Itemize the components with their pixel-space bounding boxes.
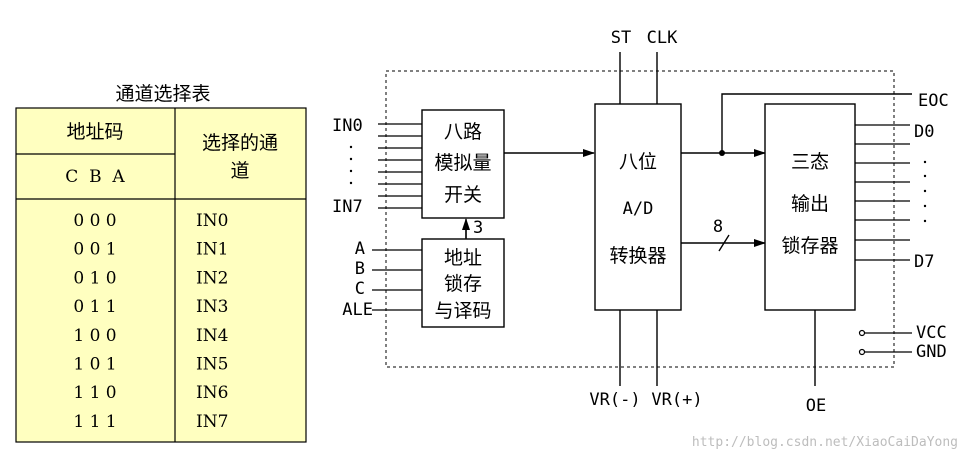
input-ellipsis <box>349 145 353 185</box>
table-cell-code: 1 0 0 <box>73 326 116 346</box>
label-gnd: GND <box>916 342 947 362</box>
label-vr-plus: VR(+) <box>651 390 702 410</box>
label-a: A <box>355 239 365 259</box>
table-caption: 通道选择表 <box>115 83 210 105</box>
mux-label-line3: 开关 <box>444 184 482 206</box>
address-latch-block <box>421 238 505 328</box>
latch-label-line3: 与译码 <box>434 300 491 322</box>
label-d0: D0 <box>914 122 934 142</box>
table-cell-channel: IN2 <box>196 268 228 288</box>
label-ale: ALE <box>342 300 373 320</box>
adc-block <box>594 103 682 311</box>
latch-label-line2: 锁存 <box>444 273 482 295</box>
table-cell-code: 0 0 1 <box>73 240 116 260</box>
vcc-pin <box>858 329 866 337</box>
table-cell-channel: IN4 <box>196 326 228 346</box>
table-cell-code: 0 0 0 <box>73 211 116 231</box>
table-cell-channel: IN1 <box>196 240 228 260</box>
header-address-code: 地址码 <box>66 121 123 143</box>
table-cell-channel: IN0 <box>196 211 228 231</box>
table-cell-channel: IN5 <box>196 355 228 375</box>
table-cell-code: 1 1 0 <box>73 383 116 403</box>
bus8-slash <box>718 234 730 252</box>
output-ellipsis <box>923 160 927 223</box>
table-cell-code: 1 1 1 <box>73 412 116 432</box>
out-label-line2: 输出 <box>791 193 829 215</box>
table-rows: 0 0 0 IN0 0 0 1 IN1 0 1 0 IN2 0 1 1 IN3 1 0 0 IN4… <box>73 211 228 432</box>
table-cell-code: 0 1 1 <box>73 297 116 317</box>
out-label-line3: 锁存器 <box>781 235 838 257</box>
label-bus3: 3 <box>473 218 483 238</box>
table-cell-channel: IN7 <box>196 412 228 432</box>
label-vcc: VCC <box>916 323 947 343</box>
address-input-lines <box>372 249 422 311</box>
out-label-line1: 三态 <box>791 151 829 173</box>
watermark: http://blog.csdn.net/XiaoCaiDaYong <box>692 435 958 450</box>
header-cba: C B A <box>65 167 125 187</box>
mux-label-line2: 模拟量 <box>434 152 491 174</box>
gnd-pin <box>858 348 866 356</box>
table-cell-code: 0 1 0 <box>73 268 116 288</box>
data-output-lines <box>855 124 910 261</box>
label-in0: IN0 <box>332 116 363 136</box>
table-cell-channel: IN3 <box>196 297 228 317</box>
header-channel-line1: 选择的通 <box>202 132 278 154</box>
label-vr-minus: VR(-) <box>589 390 640 410</box>
latch-label-line1: 地址 <box>444 247 482 269</box>
label-in7: IN7 <box>332 197 363 217</box>
label-clk: CLK <box>647 28 678 48</box>
analog-mux-block <box>421 109 505 219</box>
label-oe: OE <box>806 396 826 416</box>
mux-label-line1: 八路 <box>444 121 482 143</box>
analog-input-lines <box>378 123 422 209</box>
table-cell-channel: IN6 <box>196 383 228 403</box>
label-c: C <box>355 279 365 299</box>
chip-boundary <box>385 70 895 368</box>
adc-label-line1: 八位 <box>619 151 657 173</box>
label-d7: D7 <box>914 252 934 272</box>
label-b: B <box>355 259 365 279</box>
adc-label-line3: 转换器 <box>609 245 666 267</box>
table-cell-code: 1 0 1 <box>73 355 116 375</box>
label-bus8: 8 <box>713 217 723 237</box>
eoc-line <box>721 93 912 153</box>
adc-label-line2: A/D <box>623 199 654 219</box>
label-st: ST <box>611 28 631 48</box>
label-eoc: EOC <box>918 91 949 111</box>
table-background <box>15 107 307 443</box>
header-channel-line2: 道 <box>230 160 249 182</box>
tristate-output-latch-block <box>764 103 856 311</box>
